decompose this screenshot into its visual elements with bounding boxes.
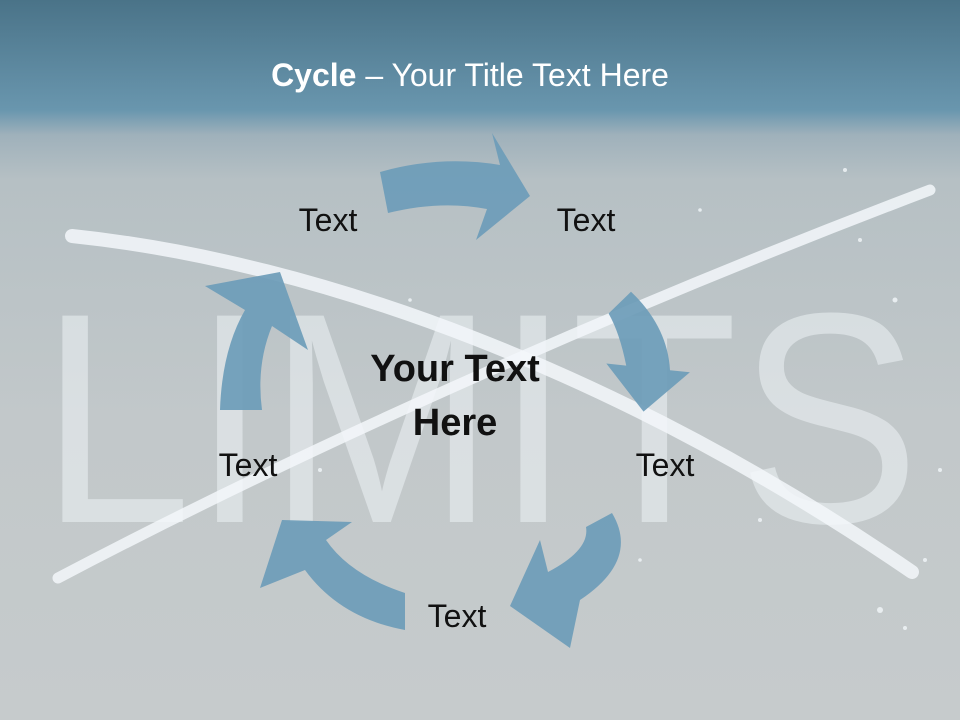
cycle-arrow-top	[380, 133, 530, 240]
cycle-label-bottom: Text	[427, 598, 487, 634]
slide-title-bold: Cycle	[271, 57, 357, 93]
background-word: LIMITS	[40, 250, 920, 586]
cycle-center-text: Your Text Here	[370, 348, 540, 444]
chalk-strike-line-lower	[52, 184, 936, 584]
cycle-arrow-bottom-right	[510, 513, 621, 648]
cycle-arrow-right	[606, 291, 690, 412]
chalk-dust-specks	[318, 168, 942, 630]
cycle-label-middle-left: Text	[218, 447, 278, 483]
cycle-arrow-bottom-left	[260, 520, 405, 630]
cycle-label-top-left: Text	[298, 202, 358, 238]
cycle-label-top-right: Text	[556, 202, 616, 238]
slide-title-rest: – Your Title Text Here	[356, 57, 669, 93]
slide-title: Cycle – Your Title Text Here	[0, 52, 940, 98]
cycle-label-middle-right: Text	[635, 447, 695, 483]
chalk-strike-line-upper	[65, 229, 919, 579]
cycle-arrow-left	[205, 272, 308, 410]
